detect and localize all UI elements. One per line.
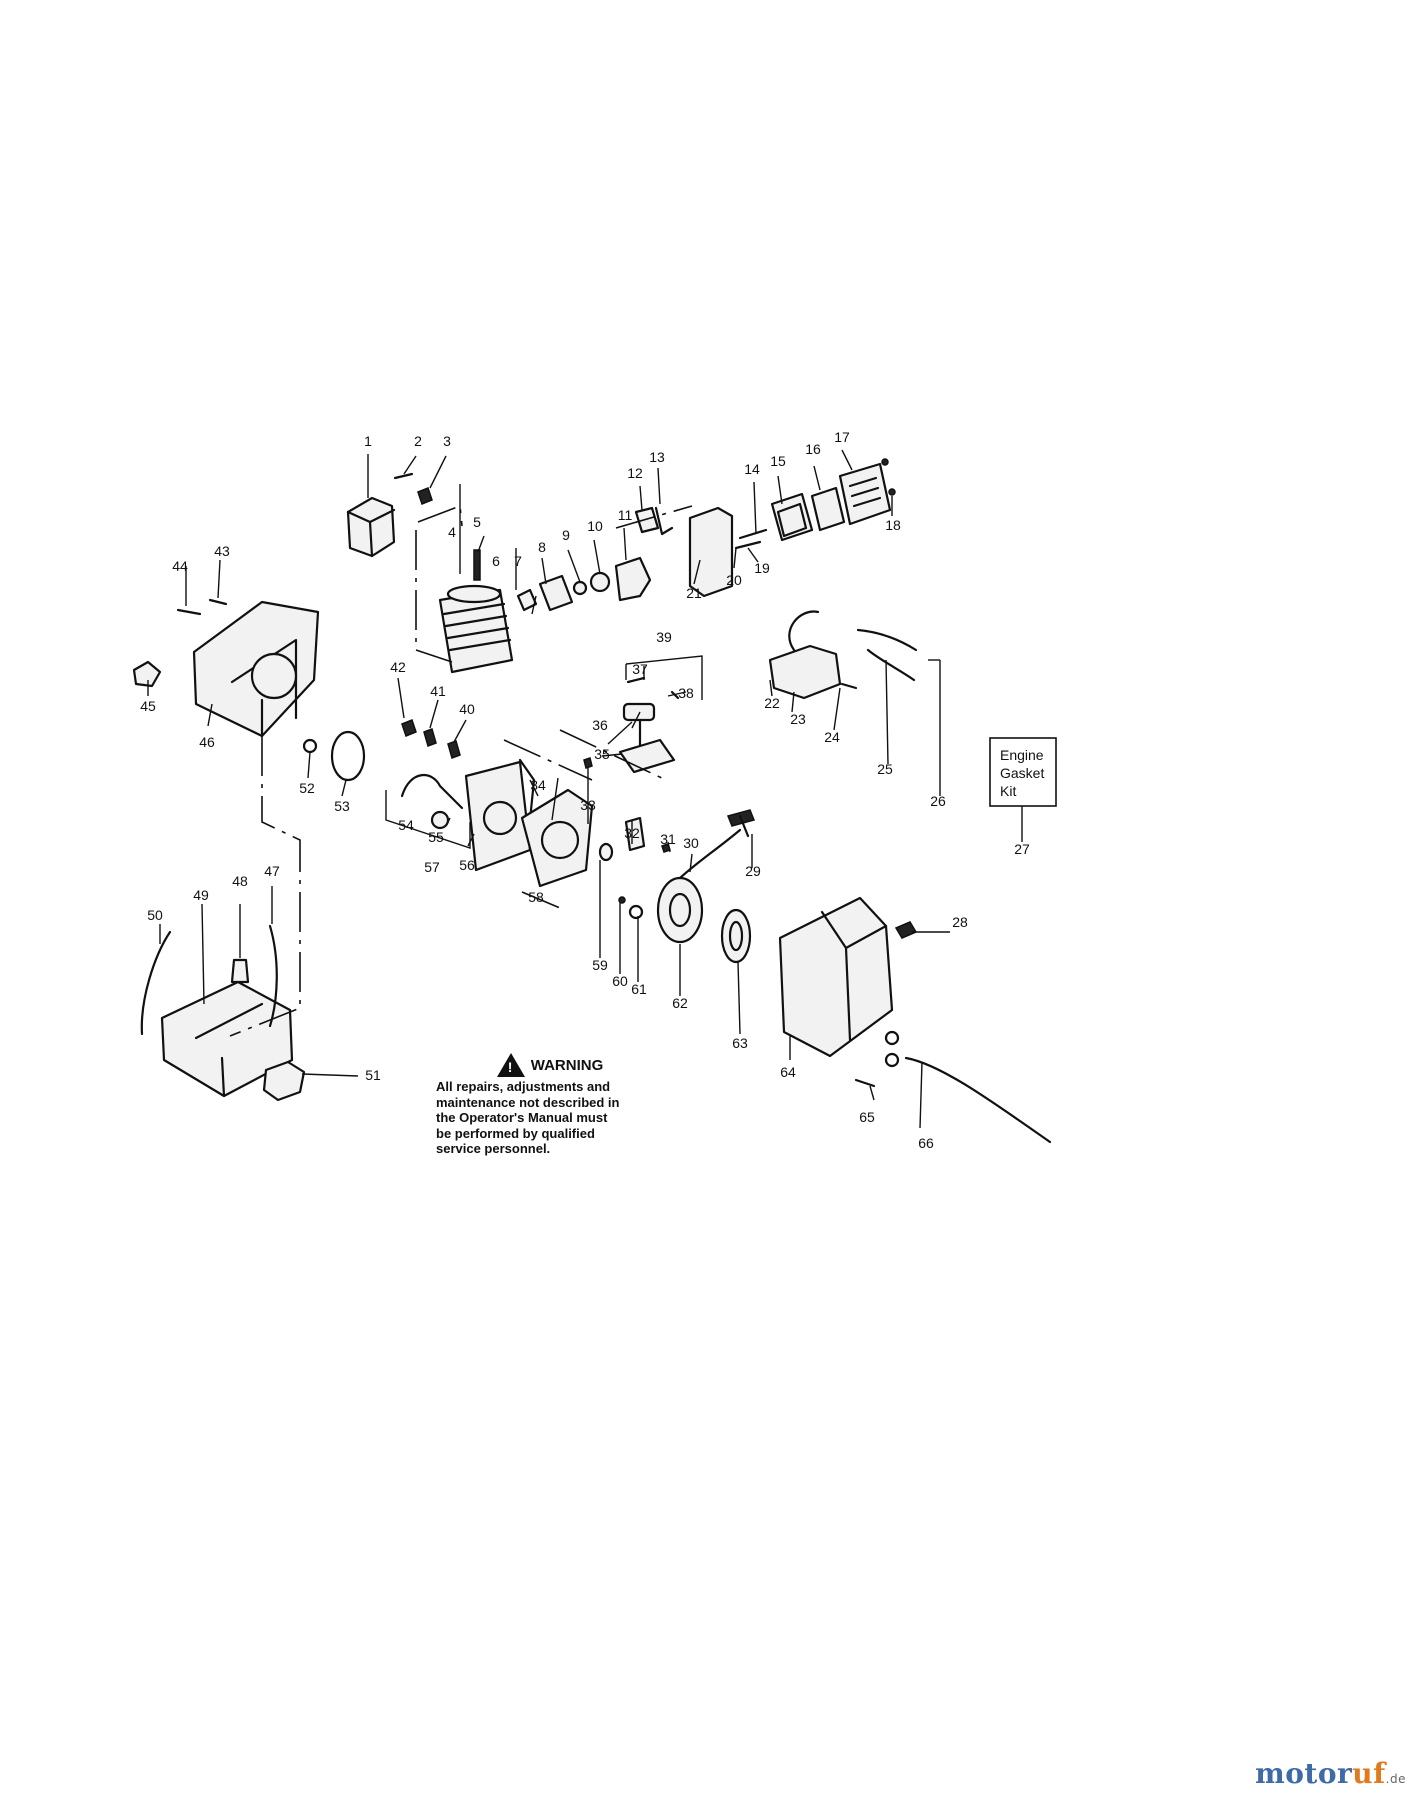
callout-28: 28 [952,914,968,930]
callout-32: 32 [624,825,640,841]
callout-17: 17 [834,429,850,445]
callout-7: 7 [514,553,522,569]
callout-57: 57 [424,859,440,875]
motoruf-watermark-logo: motoruf.de [1255,1757,1406,1790]
callout-31: 31 [660,831,676,847]
callout-37: 37 [632,661,648,677]
callout-36: 36 [592,717,608,733]
callout-41: 41 [430,683,446,699]
callout-12: 12 [627,465,643,481]
kit-line-1: Engine [1000,747,1044,763]
callout-49: 49 [193,887,209,903]
warning-line: the Operator's Manual must [436,1110,608,1125]
callout-2: 2 [414,433,422,449]
warning-line: maintenance not described in [436,1094,620,1110]
callout-22: 22 [764,695,780,711]
warning-line: be performed by qualified [436,1125,595,1141]
callout-25: 25 [877,761,893,777]
leader-lines [147,449,1023,1129]
callout-13: 13 [649,449,665,465]
warning-icon: ! [496,1053,525,1077]
callout-58: 58 [528,889,544,905]
callout-15: 15 [770,453,786,469]
callout-27: 27 [1014,841,1030,857]
callout-24: 24 [824,729,840,745]
callout-6: 6 [492,553,500,569]
callout-23: 23 [790,711,806,727]
callout-62: 62 [672,995,688,1011]
warning-title: WARNING [530,1056,604,1074]
callout-38: 38 [678,685,694,701]
callout-47: 47 [264,863,280,879]
callout-60: 60 [612,973,628,989]
callout-33: 33 [580,797,596,813]
callout-8: 8 [538,539,546,555]
callout-59: 59 [592,957,608,973]
callout-19: 19 [754,560,770,576]
callout-43: 43 [214,543,230,559]
callout-46: 46 [199,734,215,750]
callout-56: 56 [459,857,475,873]
callout-39: 39 [656,629,672,645]
callout-21: 21 [686,585,702,601]
kit-line-2: Gasket [1000,765,1044,781]
callout-50: 50 [147,907,163,923]
callout-30: 30 [683,835,699,851]
callout-4: 4 [448,524,456,540]
callout-48: 48 [232,873,248,889]
callout-55: 55 [428,829,444,845]
callout-35: 35 [594,746,610,762]
callout-40: 40 [459,701,475,717]
callout-1: 1 [364,433,372,449]
callout-53: 53 [334,798,350,814]
kit-line-3: Kit [1000,783,1016,799]
callout-52: 52 [299,780,315,796]
callout-11: 11 [618,507,633,523]
callout-63: 63 [732,1035,748,1051]
callout-65: 65 [859,1109,875,1125]
callout-42: 42 [390,659,406,675]
callout-18: 18 [885,517,901,533]
callout-16: 16 [805,441,821,457]
callout-20: 20 [726,572,742,588]
assembly-lines [229,504,693,1037]
callout-44: 44 [172,558,188,574]
callout-14: 14 [744,461,760,477]
callout-26: 26 [930,793,946,809]
callout-10: 10 [587,518,603,534]
callout-5: 5 [473,514,481,530]
callout-3: 3 [443,433,451,449]
callout-29: 29 [745,863,761,879]
callout-54: 54 [398,817,414,833]
part-drawings [132,458,1052,1144]
callout-45: 45 [140,698,156,714]
callout-64: 64 [780,1064,796,1080]
callout-66: 66 [918,1135,934,1151]
callout-51: 51 [365,1067,381,1083]
engine-gasket-kit-box: Engine Gasket Kit [989,737,1057,807]
callout-61: 61 [631,981,647,997]
callout-9: 9 [562,527,570,543]
warning-line: service personnel. [436,1141,551,1156]
warning-line: All repairs, adjustments and [436,1079,611,1094]
callout-34: 34 [530,777,546,793]
